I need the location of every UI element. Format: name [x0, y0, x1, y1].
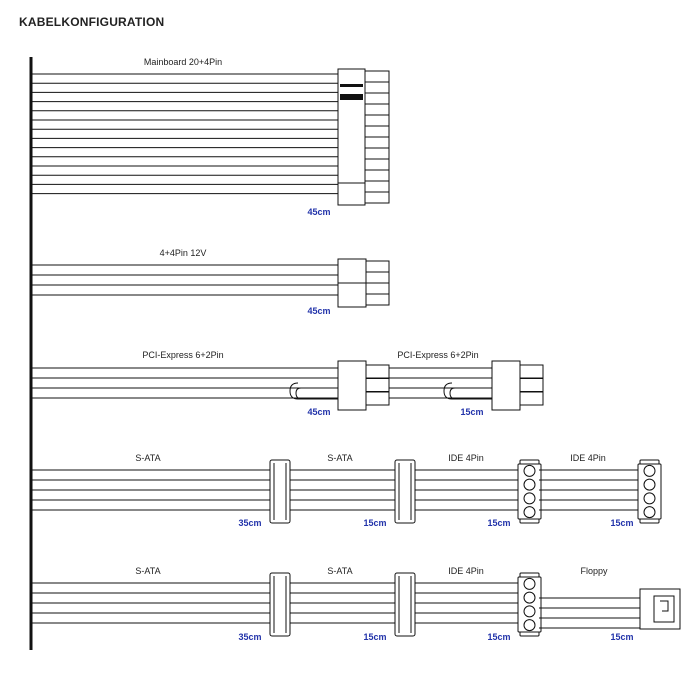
atx-connector-pin [364, 125, 390, 138]
floppy-connector-slot [653, 595, 675, 623]
harness-label: IDE 4Pin [448, 566, 484, 576]
molex-connector-shell [517, 463, 542, 520]
harness-label: 4+4Pin 12V [160, 248, 207, 258]
cable-length-label: 15cm [363, 632, 386, 642]
sata-connector-body [269, 572, 291, 637]
harness-label: Floppy [580, 566, 608, 576]
atx-connector-housing [337, 68, 366, 206]
cable-length-label: 35cm [238, 632, 261, 642]
molex-pin [523, 605, 536, 618]
sata-connector-body [269, 459, 291, 524]
molex-pin [643, 492, 656, 505]
atx-connector-pin [364, 81, 390, 94]
cable-length-label: 45cm [307, 306, 330, 316]
harness-label: S-ATA [327, 566, 352, 576]
harness-label: PCI-Express 6+2Pin [397, 350, 478, 360]
molex-pin [643, 506, 656, 519]
atx-latch [340, 94, 363, 100]
sata-connector [31, 459, 291, 524]
cable-length-label: 45cm [307, 207, 330, 217]
harness-label: IDE 4Pin [570, 453, 606, 463]
molex-connector-shell [517, 576, 542, 633]
cable-length-label: 15cm [610, 632, 633, 642]
harness-label: S-ATA [135, 566, 160, 576]
atx-connector-pin [364, 169, 390, 182]
cable-length-label: 15cm [487, 632, 510, 642]
harness-label: Mainboard 20+4Pin [144, 57, 222, 67]
pcie-connector-housing [491, 360, 521, 411]
molex-pin [523, 492, 536, 505]
sata-connector [31, 572, 291, 637]
cable-length-label: 45cm [307, 407, 330, 417]
cable-length-label: 15cm [460, 407, 483, 417]
molex-connector [415, 572, 542, 637]
harness-sata-ide: S-ATA S-ATA IDE 4Pin IDE 4Pin 35cm 15cm … [31, 453, 662, 528]
pcie-connector-pin [519, 378, 544, 392]
harness-label: IDE 4Pin [448, 453, 484, 463]
molex-connector [539, 459, 662, 524]
atx-connector-pin [364, 147, 390, 160]
pcie-connector-pin [365, 364, 390, 379]
harness-mainboard: Mainboard 20+4Pin 45cm [31, 57, 390, 217]
atx-connector-pin [364, 180, 390, 193]
eps-connector-pin [365, 282, 390, 295]
pcie-connector-pin [519, 391, 544, 406]
pcie-connector-pin [365, 378, 390, 392]
atx-connector-pin [364, 70, 390, 83]
pcie-2pin-loop [289, 382, 338, 400]
atx-connector-pin [364, 114, 390, 127]
atx-latch [340, 84, 363, 87]
harness-sata-floppy: S-ATA S-ATA IDE 4Pin Floppy 35cm 15cm 15… [31, 566, 681, 642]
eps-connector-pin [365, 260, 390, 273]
floppy-connector-key [660, 600, 669, 612]
harness-label: PCI-Express 6+2Pin [142, 350, 223, 360]
pcie-6+2pin-connector [31, 360, 390, 411]
molex-pin [523, 591, 536, 604]
sata-connector [290, 572, 416, 637]
harness-label: S-ATA [327, 453, 352, 463]
pcie-connector-pin [365, 391, 390, 406]
harness-cpu: 4+4Pin 12V 45cm [31, 248, 390, 316]
atx-connector-pin [364, 92, 390, 105]
molex-connector [415, 459, 542, 524]
harness-pcie: PCI-Express 6+2Pin PCI-Express 6+2Pin 45… [31, 350, 544, 417]
molex-pin [523, 619, 536, 632]
molex-pin [523, 478, 536, 491]
atx-connector-pin [364, 103, 390, 116]
molex-pin [523, 464, 536, 477]
pcie-2pin-loop [443, 382, 492, 400]
page-title: KABELKONFIGURATION [19, 15, 165, 29]
eps-connector-pin [365, 293, 390, 306]
eps-connector-pin [365, 271, 390, 284]
pcie-2pin-loop [295, 387, 303, 400]
eps-4+4pin-connector [31, 258, 390, 308]
atx-connector-pin [364, 136, 390, 149]
sata-connector [290, 459, 416, 524]
molex-pin [523, 506, 536, 519]
atx-24pin-connector [31, 68, 390, 206]
harness-label: S-ATA [135, 453, 160, 463]
sata-connector-body [394, 459, 416, 524]
sata-connector-body [394, 572, 416, 637]
molex-pin [523, 577, 536, 590]
molex-pin [643, 464, 656, 477]
cable-length-label: 15cm [363, 518, 386, 528]
floppy-connector [539, 588, 681, 630]
atx-connector-pin [364, 158, 390, 171]
cable-length-label: 35cm [238, 518, 261, 528]
pcie-6+2pin-connector [389, 360, 544, 411]
pcie-connector-pin [519, 364, 544, 379]
cable-length-label: 15cm [487, 518, 510, 528]
cable-length-label: 15cm [610, 518, 633, 528]
pcie-connector-housing [337, 360, 367, 411]
pcie-2pin-loop [449, 387, 457, 400]
molex-connector-shell [637, 463, 662, 520]
atx-connector-pin [364, 191, 390, 204]
molex-pin [643, 478, 656, 491]
